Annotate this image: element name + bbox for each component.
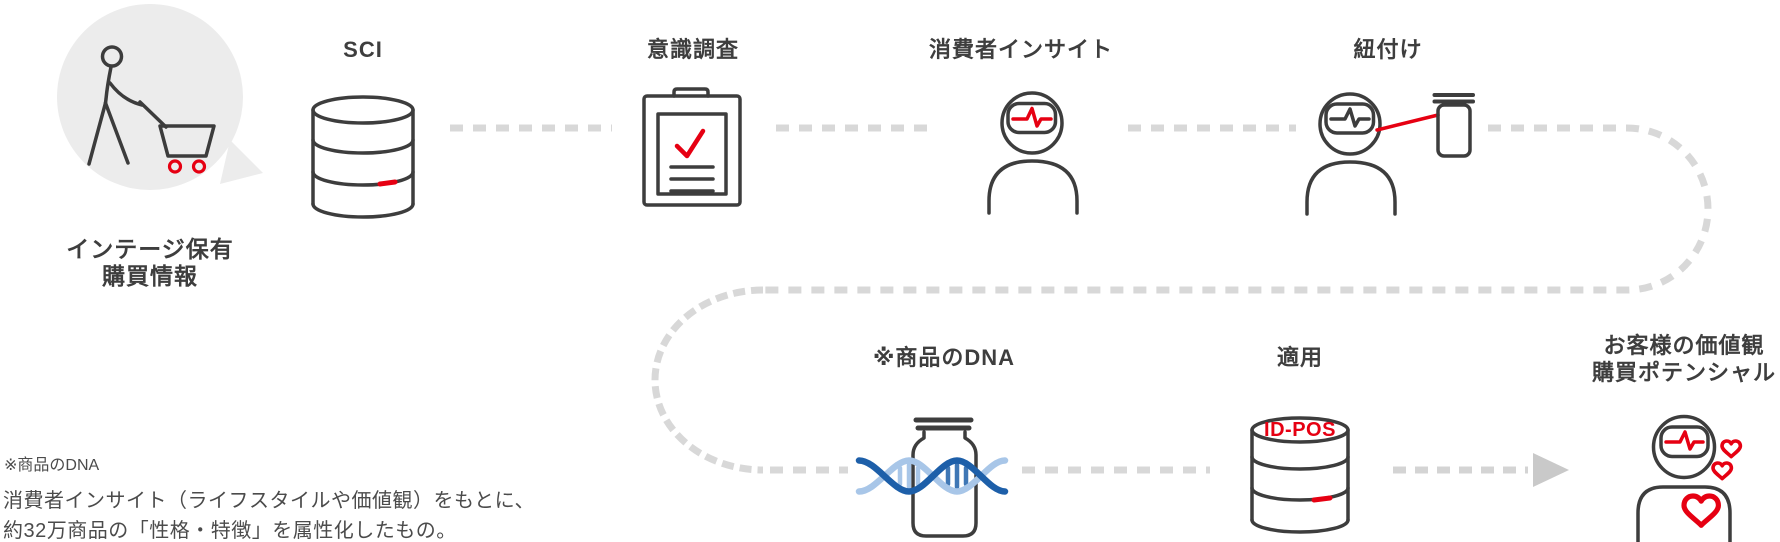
stage-label-sci: SCI bbox=[343, 37, 383, 62]
shopping-cart-person-icon bbox=[87, 45, 216, 174]
footnote-line1: ※商品のDNA bbox=[4, 457, 100, 474]
gray-pulse-icon bbox=[1329, 107, 1371, 128]
dna-strand-dark bbox=[855, 457, 1009, 495]
red-link-line bbox=[1375, 113, 1440, 132]
dna-can-icon bbox=[911, 417, 978, 538]
red-accent-dash bbox=[377, 179, 398, 187]
linking-person-product-icon bbox=[1305, 92, 1475, 216]
stage-label-dna: ※商品のDNA bbox=[872, 345, 1016, 370]
heart-icon bbox=[1711, 461, 1734, 481]
flow-arrow-head bbox=[1533, 453, 1569, 487]
idpos-database-icon bbox=[1250, 416, 1350, 534]
footnote: ※商品のDNA 消費者インサイト（ライフスタイルや価値観）をもとに、 約32万商… bbox=[3, 451, 535, 542]
flow-connector-u-turn-left bbox=[651, 286, 764, 474]
consumer-insight-person-icon bbox=[987, 91, 1079, 215]
red-accent-dash bbox=[1311, 495, 1333, 503]
result-label-line1: お客様の価値観 bbox=[1603, 333, 1765, 358]
heart-icon bbox=[1720, 439, 1743, 459]
red-checkmark-icon bbox=[674, 128, 706, 159]
stage-label-result: お客様の価値観 購買ポテンシャル bbox=[1554, 332, 1780, 386]
footnote-line2: 消費者インサイト（ライフスタイルや価値観）をもとに、 bbox=[3, 490, 535, 512]
result-label-line2: 購買ポテンシャル bbox=[1591, 360, 1776, 385]
stage-label-linking: 紐付け bbox=[1353, 37, 1423, 62]
stage-label-insight: 消費者インサイト bbox=[928, 37, 1113, 62]
sci-database-icon bbox=[311, 95, 415, 219]
idpos-db-label: ID-POS bbox=[1264, 419, 1336, 441]
customer-value-person-icon bbox=[1636, 414, 1743, 542]
heart-icons bbox=[1681, 439, 1743, 528]
heart-icon-large bbox=[1681, 493, 1721, 528]
dna-helix-icon bbox=[855, 457, 1009, 495]
red-pulse-icon bbox=[1664, 430, 1705, 451]
stage-label-survey: 意識調査 bbox=[646, 37, 739, 62]
stage-label-apply: 適用 bbox=[1276, 345, 1323, 370]
source-label-line1: インテージ保有 bbox=[66, 236, 234, 262]
product-can-icon bbox=[1432, 93, 1475, 158]
purchase-source-bubble bbox=[57, 4, 263, 190]
cart-wheel-icon bbox=[167, 159, 183, 174]
footnote-line3: 約32万商品の「性格・特徴」を属性化したもの。 bbox=[3, 520, 457, 542]
flow-connectors bbox=[450, 124, 1712, 487]
source-label-line2: 購買情報 bbox=[102, 263, 198, 289]
flow-connector-u-turn-right bbox=[763, 124, 1712, 294]
product-dna-icon bbox=[855, 417, 1009, 538]
red-pulse-icon bbox=[1011, 106, 1053, 128]
cart-wheel-icon bbox=[191, 159, 207, 174]
source-label: インテージ保有 購買情報 bbox=[50, 236, 250, 290]
bubble-tail bbox=[220, 140, 263, 184]
bubble-circle bbox=[57, 4, 243, 190]
survey-clipboard-icon bbox=[642, 87, 742, 207]
